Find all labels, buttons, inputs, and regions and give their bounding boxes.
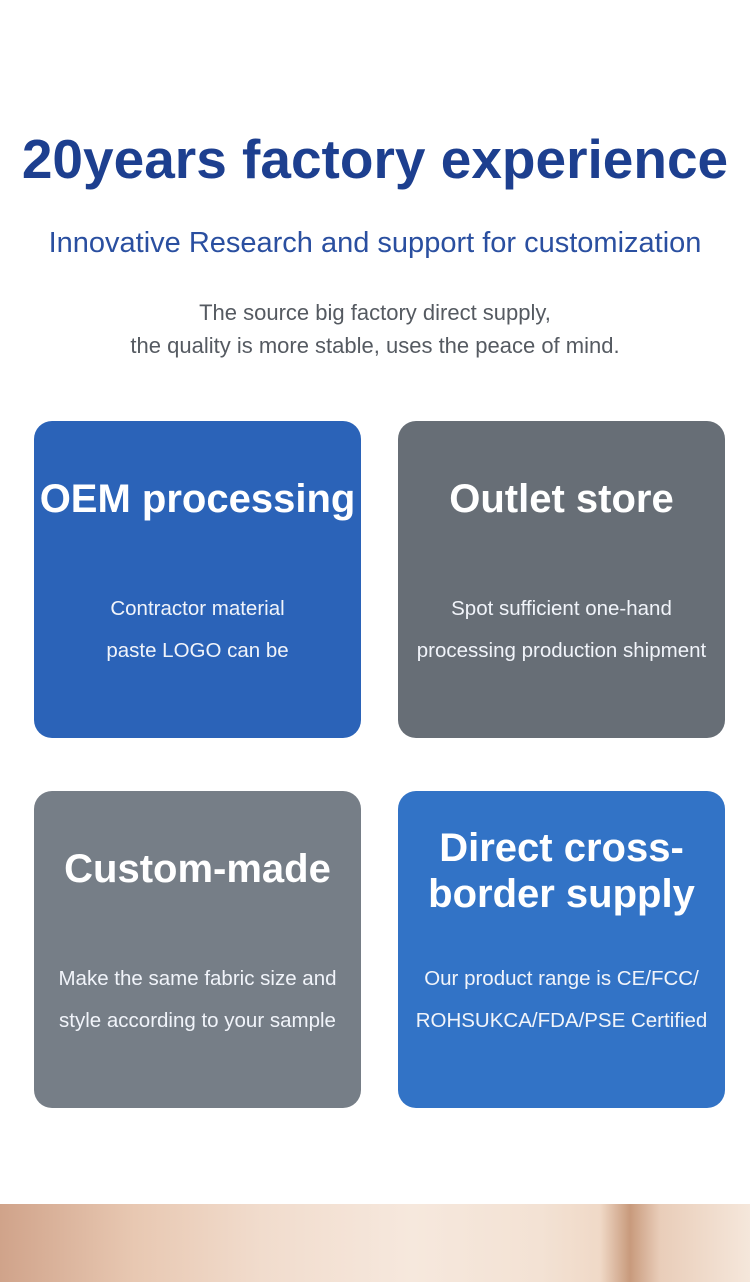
intro-line-1: The source big factory direct supply,: [199, 300, 551, 325]
card-custom-made: Custom-made Make the same fabric size an…: [34, 791, 361, 1108]
card-oem-processing: OEM processing Contractor material paste…: [34, 421, 361, 738]
card-description: Spot sufficient one-hand processing prod…: [398, 588, 725, 672]
card-description: Make the same fabric size and style acco…: [34, 958, 361, 1042]
card-outlet-store: Outlet store Spot sufficient one-hand pr…: [398, 421, 725, 738]
card-title: Direct cross- border supply: [398, 825, 725, 917]
card-title: Custom-made: [64, 847, 331, 891]
bottom-photo-strip: [0, 1204, 750, 1282]
card-title-line: border supply: [428, 872, 695, 916]
card-desc-line: style according to your sample: [59, 1009, 336, 1032]
card-title-line: Direct cross-: [439, 826, 684, 870]
page-subhead: Innovative Research and support for cust…: [48, 227, 702, 259]
card-desc-line: Our product range is CE/FCC/: [424, 967, 699, 990]
card-desc-line: Spot sufficient one-hand: [451, 597, 672, 620]
card-desc-line: Contractor material: [110, 597, 285, 620]
intro-line-2: the quality is more stable, uses the pea…: [130, 333, 620, 358]
card-desc-line: paste LOGO can be: [106, 639, 289, 662]
card-desc-line: processing production shipment: [416, 639, 707, 662]
card-title: Outlet store: [449, 477, 674, 521]
page-headline: 20years factory experience: [21, 128, 729, 190]
card-description: Contractor material paste LOGO can be: [34, 588, 361, 672]
intro-text: The source big factory direct supply, th…: [0, 296, 750, 362]
card-description: Our product range is CE/FCC/ ROHSUKCA/FD…: [398, 958, 725, 1042]
card-desc-line: Make the same fabric size and: [58, 967, 337, 990]
card-title: OEM processing: [39, 477, 356, 521]
card-desc-line: ROHSUKCA/FDA/PSE Certified: [415, 1009, 708, 1032]
card-direct-cross-border: Direct cross- border supply Our product …: [398, 791, 725, 1108]
